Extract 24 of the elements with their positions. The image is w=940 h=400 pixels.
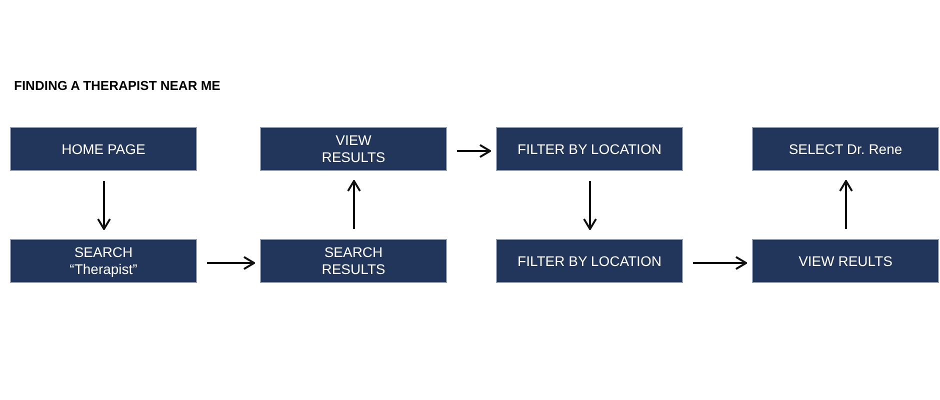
diagram-title: FINDING A THERAPIST NEAR ME [14,78,220,93]
arrow [839,180,853,229]
process-box [260,127,447,171]
box-label: SELECT Dr. Rene [788,140,902,158]
process-box [496,239,683,283]
box-label: HOME PAGE [62,140,146,158]
process-box [260,239,447,283]
arrow [97,181,111,230]
box-label: FILTER BY LOCATION [518,140,662,158]
process-box [752,127,939,171]
process-box [752,239,939,283]
box-label: VIEW REULTS [798,252,892,270]
arrow [457,144,491,158]
arrow [347,180,361,229]
process-box [10,239,197,283]
arrow [693,256,747,270]
box-label: SEARCH “Therapist” [68,244,138,278]
arrow [207,256,255,270]
box-label: SEARCH RESULTS [320,244,386,278]
box-label: VIEW RESULTS [320,132,386,166]
box-label: FILTER BY LOCATION [518,252,662,270]
process-box [496,127,683,171]
process-box [10,127,197,171]
arrow [583,181,597,230]
